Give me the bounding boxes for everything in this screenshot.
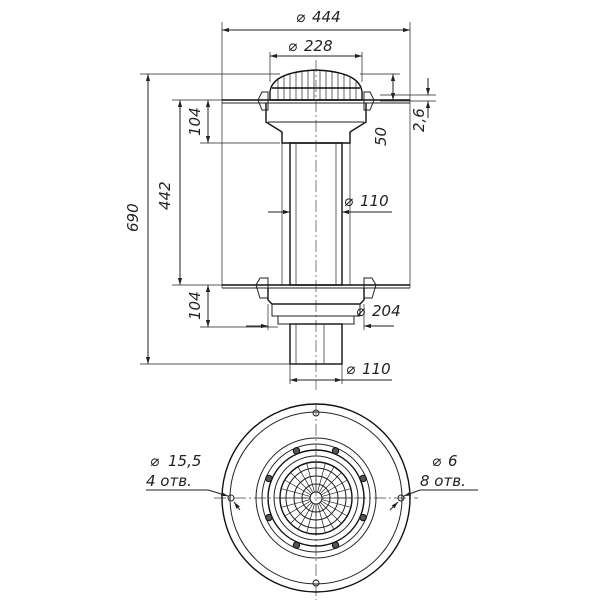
dim-pipe-diameter-top-label: 110	[360, 192, 389, 210]
grate-spoke	[317, 503, 326, 533]
dim-membrane-thickness-label: 2,6	[410, 108, 428, 132]
diameter-symbol: ⌀	[296, 8, 305, 26]
grate-spoke	[290, 472, 313, 495]
top-view: ⌀ 15,5 4 отв. ⌀ 6 8 отв.	[146, 403, 478, 600]
dim-flange-diameter-label: 444	[312, 8, 341, 26]
clamp-bolt	[265, 513, 273, 522]
dim-top-section-label: 104	[186, 107, 204, 136]
diameter-symbol: ⌀	[150, 452, 159, 470]
diameter-symbol: ⌀	[288, 37, 297, 55]
grate-spoke	[321, 500, 348, 517]
grate-slats	[277, 70, 357, 100]
grate-spoke	[319, 472, 342, 495]
grate-spoke	[318, 503, 335, 530]
grate-spoke	[319, 501, 342, 524]
clamp-bolt	[359, 513, 367, 522]
hole-large-count-label: 4 отв.	[146, 472, 192, 490]
dim-pipe-length-label: 442	[156, 181, 174, 210]
clamp-bolt	[359, 474, 367, 483]
flange-hole	[227, 494, 235, 502]
dim-grate-offset-label: 50	[372, 127, 390, 146]
outer-flange-circle	[221, 403, 411, 593]
diameter-symbol: ⌀	[344, 192, 353, 210]
grate-spoke	[284, 479, 311, 496]
clamp-bolt	[331, 541, 340, 549]
clamping-ring	[267, 449, 365, 547]
hole-large-diameter-label: 15,5	[168, 452, 201, 470]
diameter-symbol: ⌀	[432, 452, 441, 470]
grate-spoke	[321, 499, 351, 508]
side-view: ⌀ 444 ⌀ 228 690 442 104 104 50	[124, 8, 436, 390]
hole-small-count-label: 8 отв.	[420, 472, 466, 490]
diameter-symbol: ⌀	[346, 360, 355, 378]
outlet-pipe	[289, 323, 343, 365]
dim-total-height-label: 690	[124, 203, 142, 232]
grate-spoke	[297, 503, 314, 530]
diameter-symbol: ⌀	[356, 302, 365, 320]
grate-spoke	[321, 488, 351, 497]
clamp-bolt	[292, 447, 301, 455]
dim-grate-diameter-label: 228	[304, 37, 333, 55]
clamp-bolts	[265, 447, 367, 549]
flange-hole	[312, 409, 320, 417]
grate-spoke	[281, 488, 311, 497]
grate-spoke	[284, 500, 311, 517]
grate-spoke	[281, 499, 311, 508]
grate-spoke	[321, 479, 348, 496]
clamp-bolt	[265, 474, 273, 483]
grate-spokes	[280, 462, 352, 534]
dim-bottom-section-label: 104	[186, 291, 204, 320]
hole-small-diameter-label: 6	[448, 452, 458, 470]
grate-spoke	[297, 466, 314, 493]
grate-spoke	[290, 501, 313, 524]
grate-spoke	[306, 503, 315, 533]
dim-pipe-diameter-bottom-label: 110	[362, 360, 391, 378]
flange-hole	[397, 494, 405, 502]
dim-lower-flange-diameter-label: 204	[372, 302, 401, 320]
grate-spoke	[318, 466, 335, 493]
clamp-bolt	[331, 447, 340, 455]
grate-spoke	[306, 463, 315, 493]
clamp-bolt	[292, 541, 301, 549]
flange-hole	[312, 579, 320, 587]
grate-spoke	[317, 463, 326, 493]
